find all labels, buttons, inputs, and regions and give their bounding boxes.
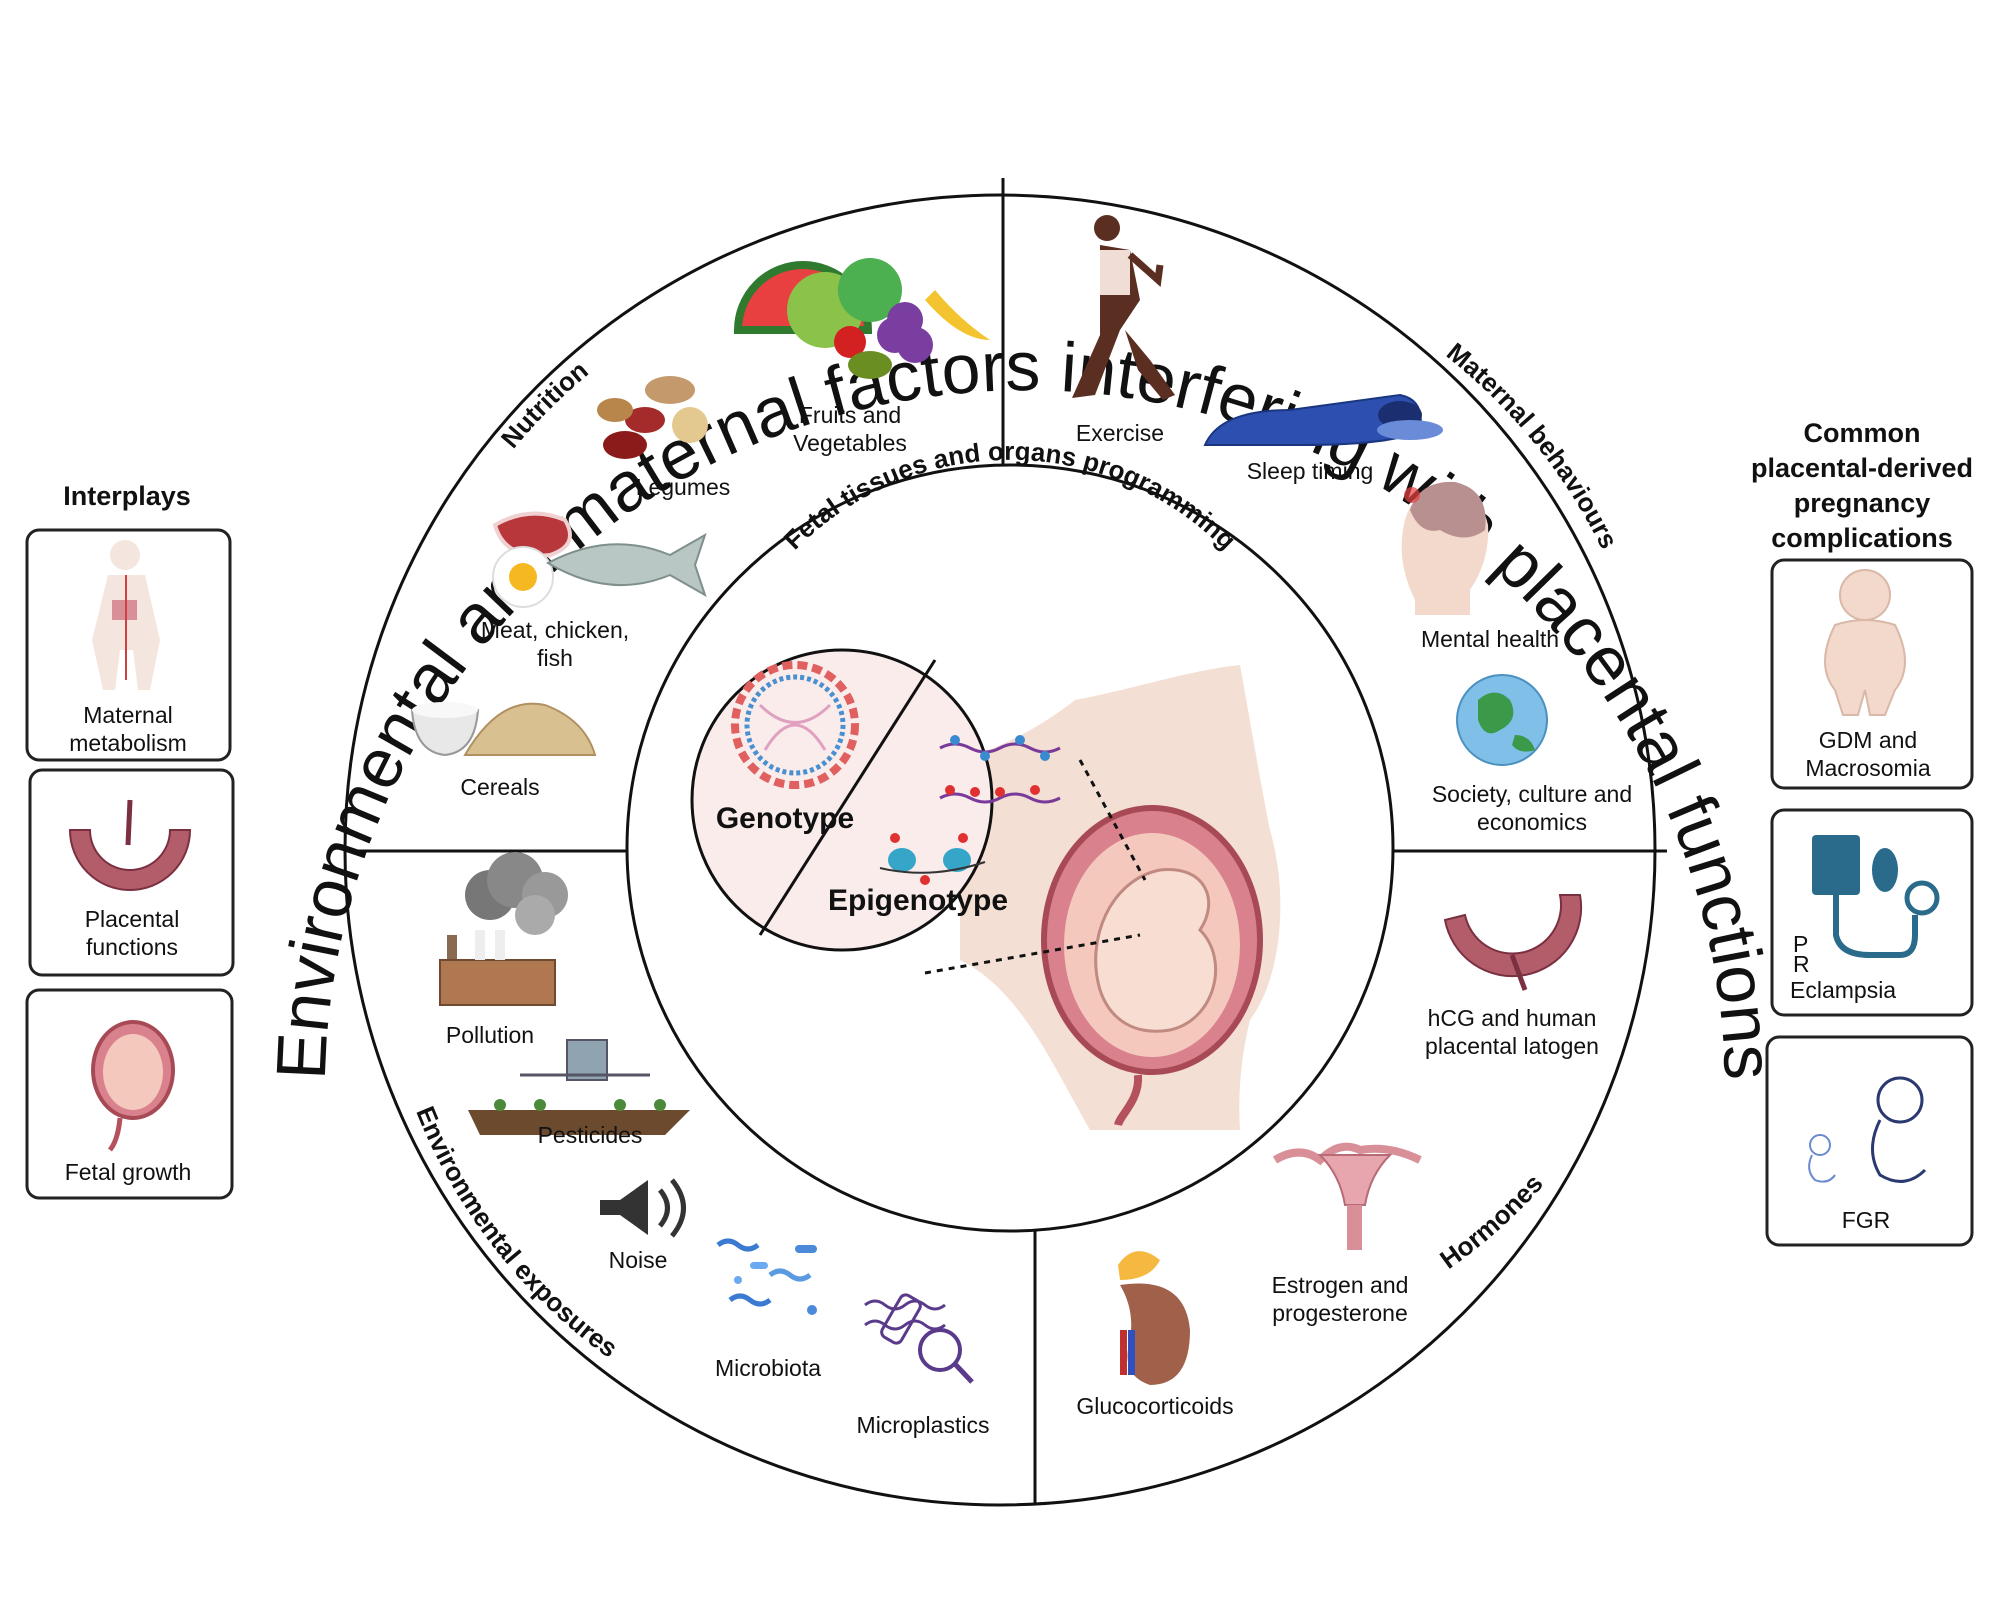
- dna-methylation-icon: [939, 735, 1061, 804]
- genotype-label: Genotype: [716, 802, 854, 835]
- svg-text:placental-derived: placental-derived: [1751, 453, 1973, 483]
- hcg-label-2: placental latogen: [1425, 1033, 1599, 1059]
- nutrition-title: Nutrition: [495, 355, 594, 454]
- complication-box-eclampsia: P R Eclampsia: [1770, 808, 1974, 1017]
- exercise-label: Exercise: [1076, 420, 1164, 446]
- fgr-label: FGR: [1842, 1207, 1891, 1233]
- microplastics-label: Microplastics: [857, 1412, 990, 1438]
- eclampsia-label: Eclampsia: [1790, 977, 1896, 1003]
- meat-fish-icon: [492, 511, 707, 608]
- uterus-icon: [1272, 1142, 1422, 1250]
- pesticides-label: Pesticides: [538, 1122, 643, 1148]
- mental-health-icon: [1401, 481, 1489, 615]
- baby-icon: [1824, 569, 1906, 716]
- interplays-title: Interplays: [63, 481, 191, 511]
- blood-pressure-monitor-icon: [1812, 835, 1940, 958]
- complications-title: Common placental-derived pregnancy compl…: [1751, 418, 1973, 553]
- fetus-in-uterus-icon: [91, 1020, 175, 1152]
- mental-health-label: Mental health: [1421, 626, 1559, 652]
- microbiota-icon: [716, 1238, 817, 1315]
- gdm-label-1: GDM and: [1819, 727, 1917, 753]
- fetal-growth-label: Fetal growth: [65, 1159, 192, 1185]
- speaker-icon: [600, 1178, 686, 1238]
- glucocorticoids-label: Glucocorticoids: [1076, 1393, 1233, 1419]
- globe-icon: [1456, 674, 1548, 766]
- cereals-icon: [410, 702, 597, 757]
- epigenotype-label: Epigenotype: [828, 884, 1008, 917]
- pollution-label: Pollution: [446, 1022, 534, 1048]
- placental-functions-label-1: Placental: [85, 906, 180, 932]
- interplay-box-maternal-metabolism: Maternal metabolism: [25, 528, 232, 762]
- eclampsia-label-r: R: [1793, 951, 1810, 977]
- svg-text:Common: Common: [1804, 418, 1921, 448]
- society-label-2: economics: [1477, 809, 1587, 835]
- fruits-vegetables-label-2: Vegetables: [793, 430, 907, 456]
- gdm-label-2: Macrosomia: [1805, 755, 1930, 781]
- microbiota-label: Microbiota: [715, 1355, 821, 1381]
- legumes-label: Legumes: [636, 474, 731, 500]
- society-label-1: Society, culture and: [1432, 781, 1632, 807]
- genotype-circle: Genotype Epigenotype: [690, 648, 1061, 952]
- interplay-box-placental-functions: Placental functions: [28, 768, 235, 977]
- cereals-label: Cereals: [460, 774, 539, 800]
- meat-label-2: fish: [537, 645, 573, 671]
- exercise-icon: [1072, 215, 1175, 400]
- fruits-vegetables-icon: [733, 258, 990, 379]
- placenta-icon: [68, 799, 192, 891]
- maternal-metabolism-label-1: Maternal: [83, 702, 172, 728]
- pollution-icon: [439, 852, 568, 1006]
- svg-text:pregnancy: pregnancy: [1794, 488, 1931, 518]
- legumes-icon: [597, 376, 708, 459]
- pesticides-icon: [468, 1039, 690, 1135]
- sleep-timing-label: Sleep timing: [1247, 458, 1374, 484]
- placental-functions-label-2: functions: [86, 934, 178, 960]
- circos-plot-icon: [731, 661, 859, 789]
- complication-box-gdm: GDM and Macrosomia: [1770, 558, 1974, 790]
- sleep-timing-icon: [1203, 393, 1443, 446]
- estrogen-label-2: progesterone: [1272, 1300, 1408, 1326]
- meat-label-1: Meat, chicken,: [481, 617, 629, 643]
- pregnant-body-illustration: [924, 665, 1281, 1130]
- body-metabolism-icon: [92, 540, 160, 690]
- interplay-box-fetal-growth: Fetal growth: [25, 988, 234, 1200]
- svg-text:complications: complications: [1771, 523, 1953, 553]
- noise-label: Noise: [609, 1247, 668, 1273]
- histone-icon: [879, 833, 986, 885]
- estrogen-label-1: Estrogen and: [1272, 1272, 1409, 1298]
- small-fetus-icon: [1808, 1076, 1927, 1183]
- adrenal-kidney-icon: [1118, 1251, 1190, 1385]
- hcg-label-1: hCG and human: [1428, 1005, 1597, 1031]
- fruits-vegetables-label-1: Fruits and: [799, 402, 901, 428]
- microplastics-icon: [864, 1293, 974, 1384]
- hormones-title: Hormones: [1434, 1168, 1548, 1274]
- complication-box-fgr: FGR: [1765, 1035, 1974, 1247]
- maternal-metabolism-label-2: metabolism: [69, 730, 187, 756]
- placenta-hcg-icon: [1443, 894, 1583, 991]
- eclampsia-label-p: P: [1793, 931, 1808, 957]
